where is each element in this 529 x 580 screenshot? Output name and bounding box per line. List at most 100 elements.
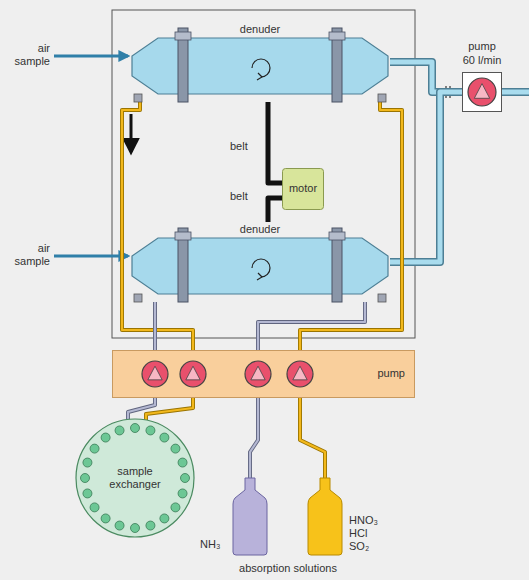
pump-triangle bbox=[186, 366, 200, 380]
absorption-bottle-shape bbox=[307, 478, 343, 556]
tube-outline bbox=[300, 102, 402, 350]
outlet-tube bbox=[502, 88, 529, 96]
tube bbox=[300, 102, 402, 350]
node-label: NH₃ bbox=[200, 538, 220, 551]
absorption-bottle-shape bbox=[232, 478, 268, 556]
housing bbox=[112, 10, 415, 338]
sample-vial bbox=[181, 474, 190, 483]
tube-core bbox=[300, 102, 402, 350]
tube bbox=[128, 398, 155, 419]
sample-vial bbox=[178, 458, 187, 467]
sample-vial bbox=[90, 503, 99, 512]
pump-rotor bbox=[468, 78, 496, 106]
rotation-symbol bbox=[252, 259, 270, 277]
roller-cap bbox=[175, 32, 191, 40]
roller-cap bbox=[175, 232, 191, 240]
node-label: sample exchanger bbox=[95, 465, 175, 491]
cylinder-body bbox=[132, 38, 388, 94]
node-label: pump bbox=[377, 367, 405, 380]
rotation-symbol bbox=[252, 59, 270, 77]
cylinder-body bbox=[132, 238, 388, 294]
tube-port bbox=[378, 294, 386, 302]
tube-outline bbox=[128, 398, 155, 419]
caption-label: absorption solutions bbox=[188, 562, 388, 575]
sample-vial bbox=[90, 444, 99, 453]
node-label: denuder bbox=[130, 23, 390, 36]
tube-core bbox=[300, 398, 325, 478]
node-label: HNO₃ HCl SO₂ bbox=[349, 514, 379, 553]
tube-port bbox=[134, 294, 142, 302]
node-label: denuder bbox=[130, 223, 390, 236]
absorption-bottle: HNO₃ HCl SO₂ bbox=[307, 478, 343, 556]
rotation-arrowhead bbox=[257, 73, 262, 80]
belt-label: belt bbox=[230, 190, 264, 203]
tube-outline bbox=[300, 398, 325, 478]
tube-core bbox=[250, 398, 258, 478]
tube-outline bbox=[268, 102, 282, 183]
tube-core bbox=[146, 398, 193, 420]
sample-vial bbox=[83, 489, 92, 498]
sample-vial bbox=[160, 514, 169, 523]
sample-vial bbox=[101, 514, 110, 523]
tube bbox=[390, 62, 462, 92]
tube-outline bbox=[258, 302, 365, 350]
sample-vial bbox=[146, 426, 155, 435]
pump-band-shape bbox=[112, 350, 415, 398]
drive-belt bbox=[268, 102, 282, 183]
sample-vial bbox=[81, 474, 90, 483]
absorption-bottle: NH₃ bbox=[232, 478, 268, 556]
tube bbox=[250, 398, 258, 478]
pump-triangle bbox=[251, 366, 265, 380]
inlet-arrow bbox=[54, 255, 128, 258]
roller-cap bbox=[329, 232, 345, 240]
denuder-cylinder: denuder bbox=[130, 222, 390, 302]
rotation-arrowhead bbox=[257, 273, 262, 280]
box-outline bbox=[283, 169, 324, 210]
sample-vial bbox=[131, 524, 140, 533]
flow-arrow bbox=[130, 114, 133, 152]
sample-vial bbox=[171, 444, 180, 453]
denuder-cylinder: denuder bbox=[130, 22, 390, 102]
tube-core bbox=[128, 398, 155, 419]
sample-vial bbox=[131, 424, 140, 433]
sample-vial bbox=[101, 433, 110, 442]
band-outline bbox=[113, 351, 415, 398]
bottle-outline bbox=[233, 478, 267, 555]
pump-triangle bbox=[293, 366, 307, 380]
motor-box: motor bbox=[282, 168, 324, 210]
node-label: motor bbox=[282, 182, 324, 195]
tube-outline bbox=[153, 302, 157, 350]
outlet-tube bbox=[502, 90, 529, 95]
sample-exchanger: sample exchanger bbox=[75, 418, 195, 538]
tube-outline bbox=[122, 102, 193, 350]
tube-core bbox=[154, 302, 156, 350]
pump-triangle bbox=[474, 84, 489, 99]
bottle-outline bbox=[308, 478, 342, 555]
tube-core bbox=[390, 62, 462, 92]
tube-core bbox=[122, 102, 193, 350]
tube-port bbox=[134, 94, 142, 102]
sample-vial bbox=[115, 521, 124, 530]
tube-outline bbox=[250, 398, 258, 478]
pump-rotor bbox=[245, 361, 271, 387]
inlet-label: air sample bbox=[6, 42, 50, 68]
sample-vial bbox=[115, 426, 124, 435]
sample-vial bbox=[171, 503, 180, 512]
roller-cap bbox=[329, 32, 345, 40]
pump-triangle bbox=[148, 366, 162, 380]
pump-band: pump bbox=[112, 350, 415, 398]
box-outline bbox=[463, 73, 502, 112]
belt-label: belt bbox=[230, 140, 264, 153]
drive-belt bbox=[268, 198, 282, 222]
tube-core bbox=[258, 302, 365, 350]
sample-vial bbox=[160, 433, 169, 442]
node-label: pump bbox=[442, 40, 522, 53]
exchanger-outline bbox=[76, 419, 194, 537]
tube-port bbox=[378, 94, 386, 102]
tube bbox=[146, 398, 193, 420]
tube-outline bbox=[390, 62, 462, 92]
tube bbox=[155, 302, 156, 350]
tube bbox=[122, 102, 193, 350]
